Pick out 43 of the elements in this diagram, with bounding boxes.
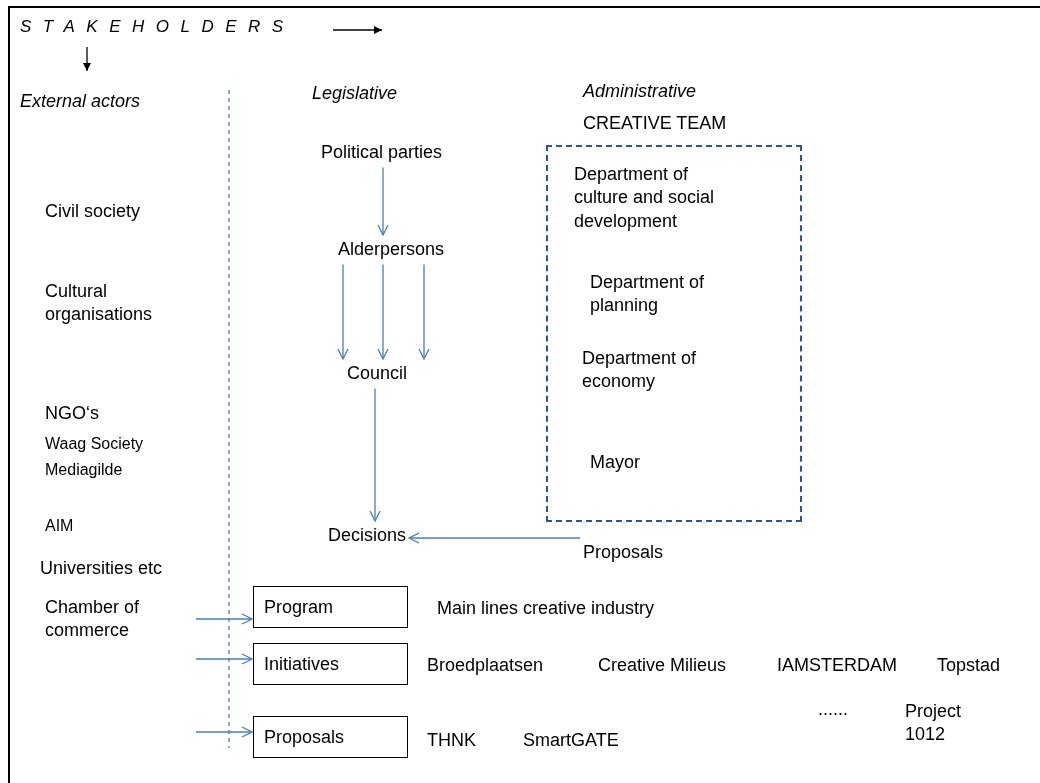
arrow [377,263,389,360]
process-box: Proposals [253,716,408,758]
text-label: Creative Milieus [598,654,727,677]
arrow [195,613,253,625]
text-label: Broedplaatsen [427,654,544,677]
group-title: CREATIVE TEAM [583,112,727,135]
node-label: Department of culture and social development [574,163,734,234]
text-label: SmartGATE [523,729,619,752]
text-label: Chamber of commerce [45,596,141,643]
text-label: Main lines creative industry [437,597,655,620]
column-heading: External actors [20,90,141,113]
column-heading: Administrative [583,80,697,103]
column-heading: Legislative [312,82,398,105]
node-label: Decisions [328,524,407,548]
text-label: Mediagilde [45,460,123,480]
text-label: NGO‘s [45,402,99,425]
node-label: Proposals [583,541,664,565]
node-label: Mayor [590,451,640,475]
arrow [369,387,381,522]
text-label: Universities etc [40,557,163,580]
text-label: Civil society [45,200,141,223]
text-label: Project 1012 [905,700,963,747]
text-label: Cultural organisations [45,280,154,327]
text-label: ...... [818,698,848,721]
text-label: Topstad [937,654,1001,677]
text-label: THNK [427,729,476,752]
node-label: Political parties [321,141,443,165]
process-box: Program [253,586,408,628]
arrow [195,726,253,738]
node-label: Council [347,362,408,386]
arrow [408,532,581,544]
arrow [195,653,253,665]
text-label: IAMSTERDAM [777,654,897,677]
diagram-title: STAKEHOLDERS [20,16,295,38]
node-label: Alderpersons [338,238,445,262]
node-label: Department of economy [582,347,722,394]
text-label: AIM [45,516,74,536]
arrow [377,166,389,236]
text-label: Waag Society [45,434,144,454]
arrow [418,263,430,360]
arrow [337,263,349,360]
node-label: Department of planning [590,271,730,318]
process-box: Initiatives [253,643,408,685]
